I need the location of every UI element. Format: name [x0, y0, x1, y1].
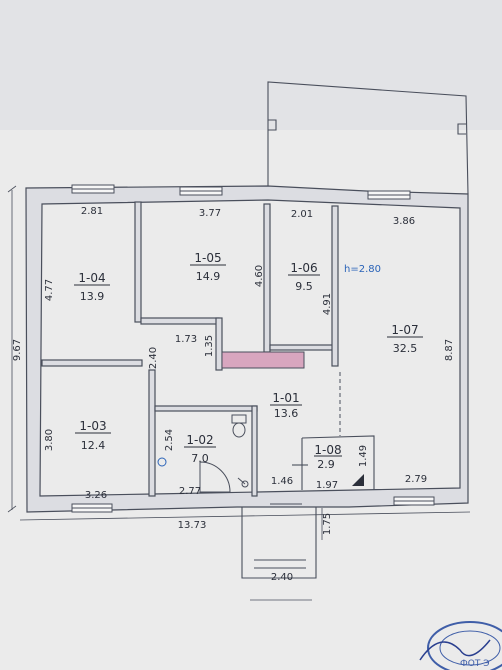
svg-text:1-06: 1-06	[290, 261, 317, 275]
svg-text:1-03: 1-03	[79, 419, 106, 433]
svg-text:1-02: 1-02	[186, 433, 213, 447]
dim-r6-right: 4.91	[322, 293, 333, 315]
svg-text:7.0: 7.0	[191, 452, 209, 465]
dim-bath-left: 2.54	[164, 429, 175, 451]
room-1-01: 1-01 13.6	[270, 391, 302, 420]
interior-walls	[41, 201, 339, 497]
svg-text:1-05: 1-05	[194, 251, 221, 265]
dim-bath-bottom: 2.77	[179, 486, 201, 497]
svg-text:1-04: 1-04	[78, 271, 105, 285]
dim-hall-left: 2.40	[148, 347, 159, 369]
dim-left-r4: 4.77	[44, 279, 55, 301]
room-1-08: 1-08 2.9	[314, 443, 342, 471]
room-1-04: 1-04 13.9	[74, 271, 110, 303]
dim-hall-top: 1.73	[175, 334, 197, 345]
dim-r5-right: 4.60	[254, 265, 265, 287]
dim-r7-right: 8.87	[444, 339, 455, 361]
room-1-07: 1-07 32.5	[387, 323, 423, 355]
svg-text:13.9: 13.9	[80, 290, 105, 303]
dim-top-r7: 3.86	[393, 216, 415, 227]
stamp: ФОТ Э	[419, 621, 502, 670]
toilet-fixture	[231, 414, 247, 438]
dim-r8-bottom: 1.97	[316, 480, 338, 491]
dim-top-r4: 2.81	[81, 206, 103, 217]
svg-text:1-08: 1-08	[314, 443, 341, 457]
dim-top-r5: 3.77	[199, 208, 221, 219]
extension-inner	[268, 119, 466, 135]
svg-text:14.9: 14.9	[196, 270, 221, 283]
svg-text:9.5: 9.5	[295, 280, 313, 293]
room-1-05: 1-05 14.9	[190, 251, 226, 283]
room-1-06: 1-06 9.5	[288, 261, 320, 293]
svg-text:1-07: 1-07	[391, 323, 418, 337]
storage-room-outline	[301, 435, 375, 490]
room-1-02: 1-02 7.0	[184, 433, 216, 465]
window-top-r4	[71, 184, 115, 194]
dim-hall-vert: 1.35	[204, 335, 215, 357]
dim-r8-right: 1.49	[358, 445, 369, 467]
extension-outline	[267, 81, 469, 195]
window-bottom-r7	[393, 496, 435, 506]
svg-text:13.6: 13.6	[274, 407, 299, 420]
dim-door-width: 1.46	[271, 476, 293, 487]
stamp-text: ФОТ Э	[460, 659, 489, 669]
dimension-lines	[7, 185, 471, 601]
svg-text:1-01: 1-01	[272, 391, 299, 405]
stove-block	[221, 351, 305, 369]
meter-icon	[157, 457, 167, 467]
dim-left-total: 9.67	[12, 339, 23, 361]
dim-top-r6: 2.01	[291, 209, 313, 220]
dim-r3-bottom: 3.26	[85, 490, 107, 501]
dim-left-r3: 3.80	[44, 429, 55, 451]
dim-total-width: 13.73	[178, 520, 207, 531]
porch-outline	[241, 507, 317, 579]
paper-shadow	[0, 0, 502, 130]
vent-marker	[352, 474, 364, 486]
shower-fixture	[199, 461, 249, 493]
window-top-r7	[367, 190, 411, 200]
svg-text:2.9: 2.9	[317, 458, 335, 471]
dim-r7-bottom: 2.79	[405, 474, 427, 485]
ceiling-height-label: h=2.80	[344, 264, 381, 275]
dim-porch-width: 2.40	[271, 572, 293, 583]
dim-porch-depth: 1.75	[322, 513, 333, 535]
window-top-r5	[179, 186, 223, 196]
svg-text:12.4: 12.4	[81, 439, 106, 452]
room-1-03: 1-03 12.4	[75, 419, 111, 452]
svg-text:32.5: 32.5	[393, 342, 418, 355]
window-bottom-r3	[71, 503, 113, 513]
